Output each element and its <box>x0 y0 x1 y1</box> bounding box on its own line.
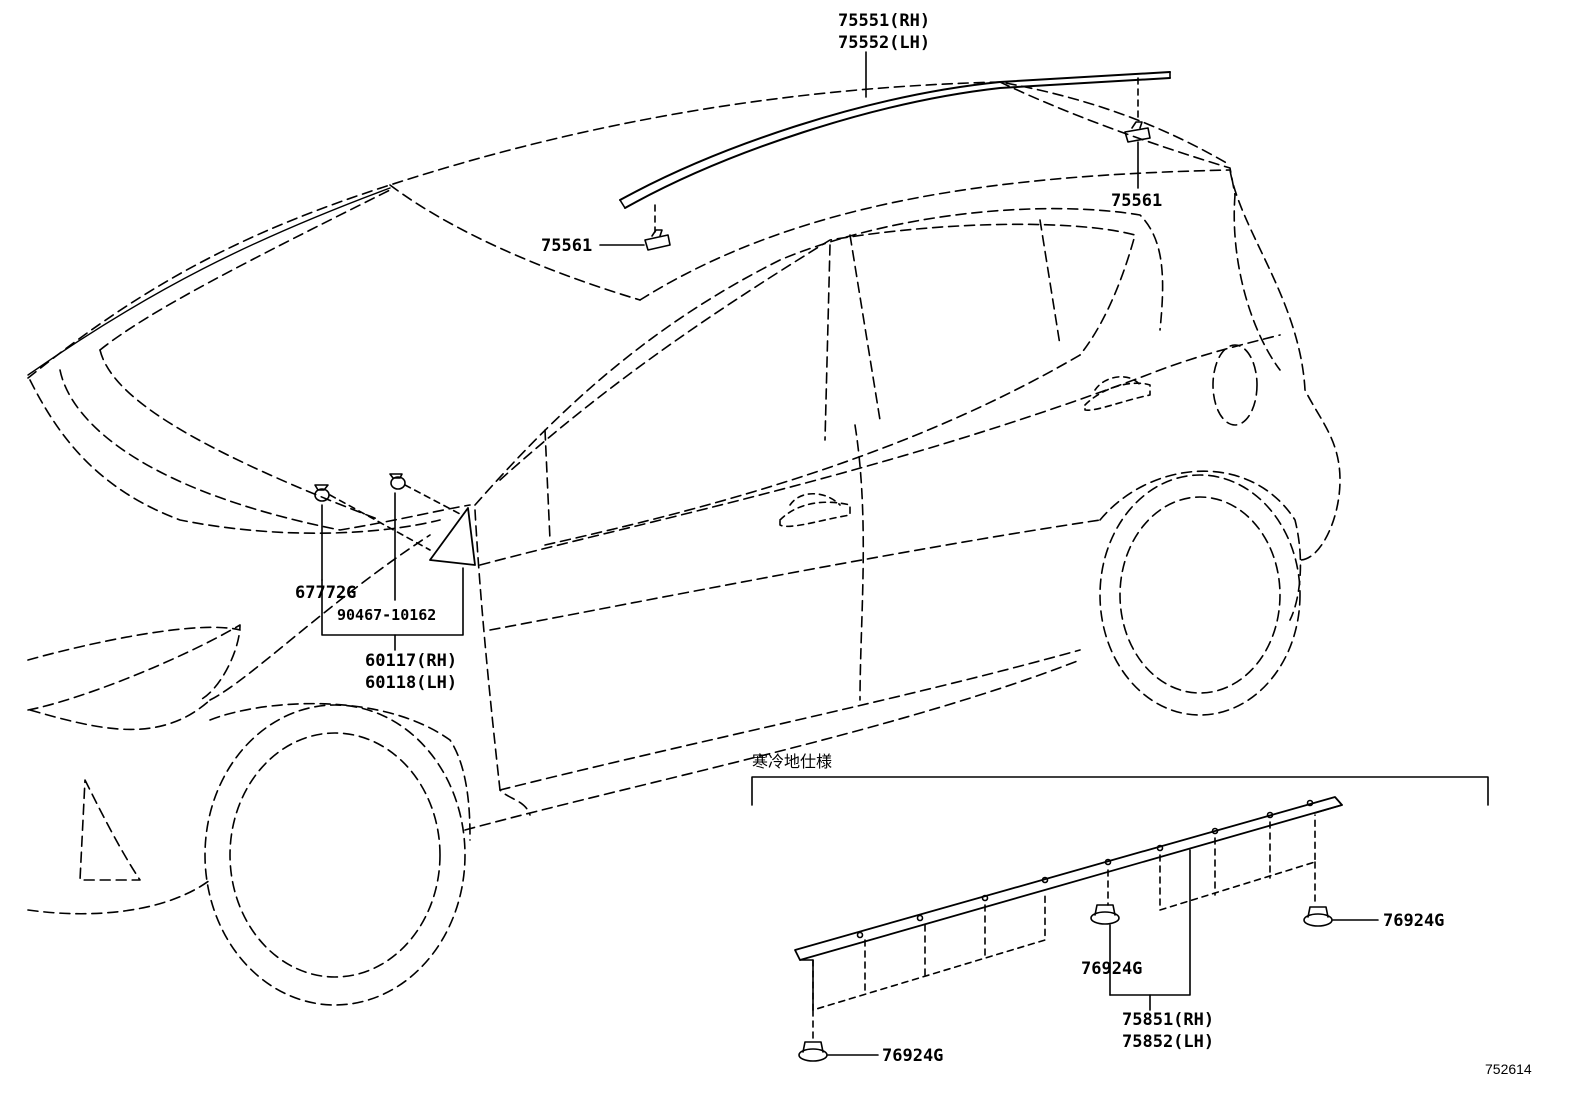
pillar-screw-label: 90467-10162 <box>337 606 437 624</box>
pillar-garnish-lh-label: 60118(LH) <box>365 673 458 693</box>
wheel-front <box>204 702 471 1006</box>
rocker-molding-rh-label: 75851(RH) <box>1122 1010 1215 1030</box>
roof-molding-rh-label: 75551(RH) <box>838 11 931 31</box>
pillar-clip-label: 67772G <box>295 583 357 603</box>
pillar-clip-icon <box>314 484 330 502</box>
rocker-molding-strip <box>794 796 1343 1011</box>
rocker-clip-left-label: 76924G <box>882 1046 944 1066</box>
pillar-garnish <box>429 507 476 566</box>
roof-clip-rear-label: 75561 <box>1111 191 1163 211</box>
roof-molding <box>619 71 1171 209</box>
headlight <box>27 624 241 915</box>
rocker-clip-guides <box>812 814 1316 1041</box>
roof-clip-front-icon <box>644 229 671 251</box>
rocker-clip-right-icon <box>1303 906 1333 927</box>
cold-area-bracket <box>751 776 1489 806</box>
rocker-clip-right-label: 76924G <box>1383 911 1445 931</box>
roof-clip-rear-icon <box>1124 121 1151 143</box>
rocker-clip-center-icon <box>1090 904 1120 925</box>
rocker-molding-lh-label: 75852(LH) <box>1122 1032 1215 1052</box>
diagram-code: 752614 <box>1485 1061 1532 1077</box>
roof-molding-lh-label: 75552(LH) <box>838 33 931 53</box>
pillar-garnish-rh-label: 60117(RH) <box>365 651 458 671</box>
windshield-outline <box>59 189 471 531</box>
door-handles <box>779 376 1151 528</box>
rocker-clip-left-icon <box>798 1041 828 1062</box>
hood-outline <box>27 379 441 731</box>
wheel-rear <box>1099 470 1302 716</box>
cold-area-spec-label: 寒冷地仕様 <box>752 752 833 771</box>
roof-clip-front-label: 75561 <box>541 236 593 256</box>
side-outline <box>464 169 1341 831</box>
roof-outline <box>27 81 1236 379</box>
pillar-screw-icon <box>389 473 406 490</box>
rocker-clip-center-label: 76924G <box>1081 959 1143 979</box>
